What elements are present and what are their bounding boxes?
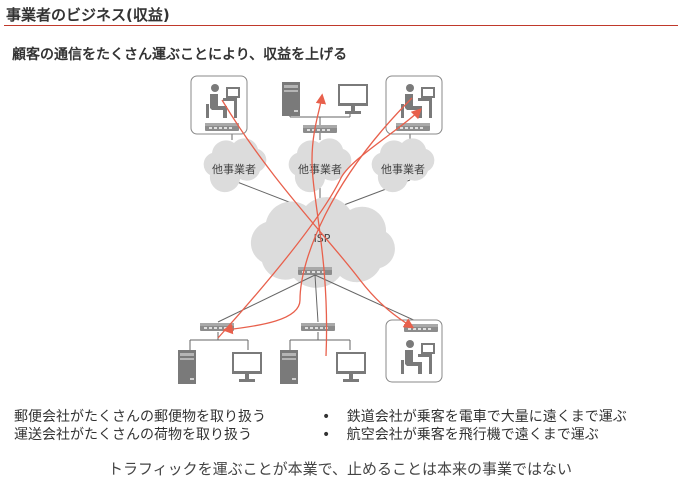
- title-rule: [4, 25, 678, 26]
- isp-cloud: ISP: [250, 197, 395, 288]
- footer-note: トラフィックを運ぶことが本業で、止めることは本来の事業ではない: [107, 460, 573, 478]
- cloud-label-left: 他事業者: [212, 163, 256, 176]
- traffic-arrow-2: [221, 99, 415, 329]
- bullet-text: 運送会社がたくさんの荷物を取り扱う: [14, 427, 252, 443]
- top-left-switch: [205, 123, 239, 131]
- top-server-tower: [282, 82, 300, 116]
- bullet-text: 郵便会社がたくさんの郵便物を取り扱う: [14, 409, 266, 425]
- top-server-monitor-icon: [338, 84, 368, 114]
- bullet-left-2: 運送会社がたくさんの荷物を取り扱う: [14, 424, 252, 444]
- bottom-center-tower: [280, 350, 298, 384]
- bottom-center-switch: [301, 323, 335, 331]
- cloud-other-carrier-left: 他事業者: [203, 138, 267, 193]
- top-right-switch: [396, 123, 430, 131]
- cloud-label-center: 他事業者: [298, 163, 342, 176]
- bullet-text: 鉄道会社が乗客を電車で大量に遠くまで運ぶ: [346, 409, 627, 425]
- bullet-right-2: • 航空会社が乗客を飛行機で遠くまで運ぶ: [322, 424, 599, 444]
- top-center-switch: [303, 125, 337, 133]
- bullet-left-1: 郵便会社がたくさんの郵便物を取り扱う: [14, 406, 266, 426]
- network-diagram: 他事業者 他事業者 他事業者 ISP: [178, 75, 443, 384]
- bullet-marker: •: [322, 427, 331, 443]
- bottom-left-monitor-icon: [232, 352, 262, 382]
- cloud-other-carrier-right: 他事業者: [371, 138, 435, 193]
- slide-title: 事業者のビジネス(収益): [6, 6, 170, 24]
- isp-label: ISP: [314, 232, 331, 245]
- bottom-left-tower: [178, 350, 196, 384]
- cloud-label-right: 他事業者: [381, 163, 425, 176]
- traffic-arrow-4: [311, 93, 328, 357]
- top-user-right-box: [385, 75, 443, 135]
- top-user-left-box: [190, 75, 248, 135]
- bottom-wiring: [189, 274, 419, 350]
- traffic-arrow-3: [217, 108, 422, 339]
- bottom-center-monitor-icon: [336, 352, 366, 382]
- slide-subtitle: 顧客の通信をたくさん運ぶことにより、収益を上げる: [12, 47, 348, 63]
- bullet-marker: •: [322, 409, 331, 425]
- bullet-right-1: • 鉄道会社が乗客を電車で大量に遠くまで運ぶ: [322, 406, 627, 426]
- traffic-arrows: [217, 93, 422, 357]
- traffic-arrow-1: [222, 97, 413, 335]
- cloud-other-carrier-center: 他事業者: [288, 138, 352, 193]
- bullet-text: 航空会社が乗客を飛行機で遠くまで運ぶ: [346, 427, 599, 443]
